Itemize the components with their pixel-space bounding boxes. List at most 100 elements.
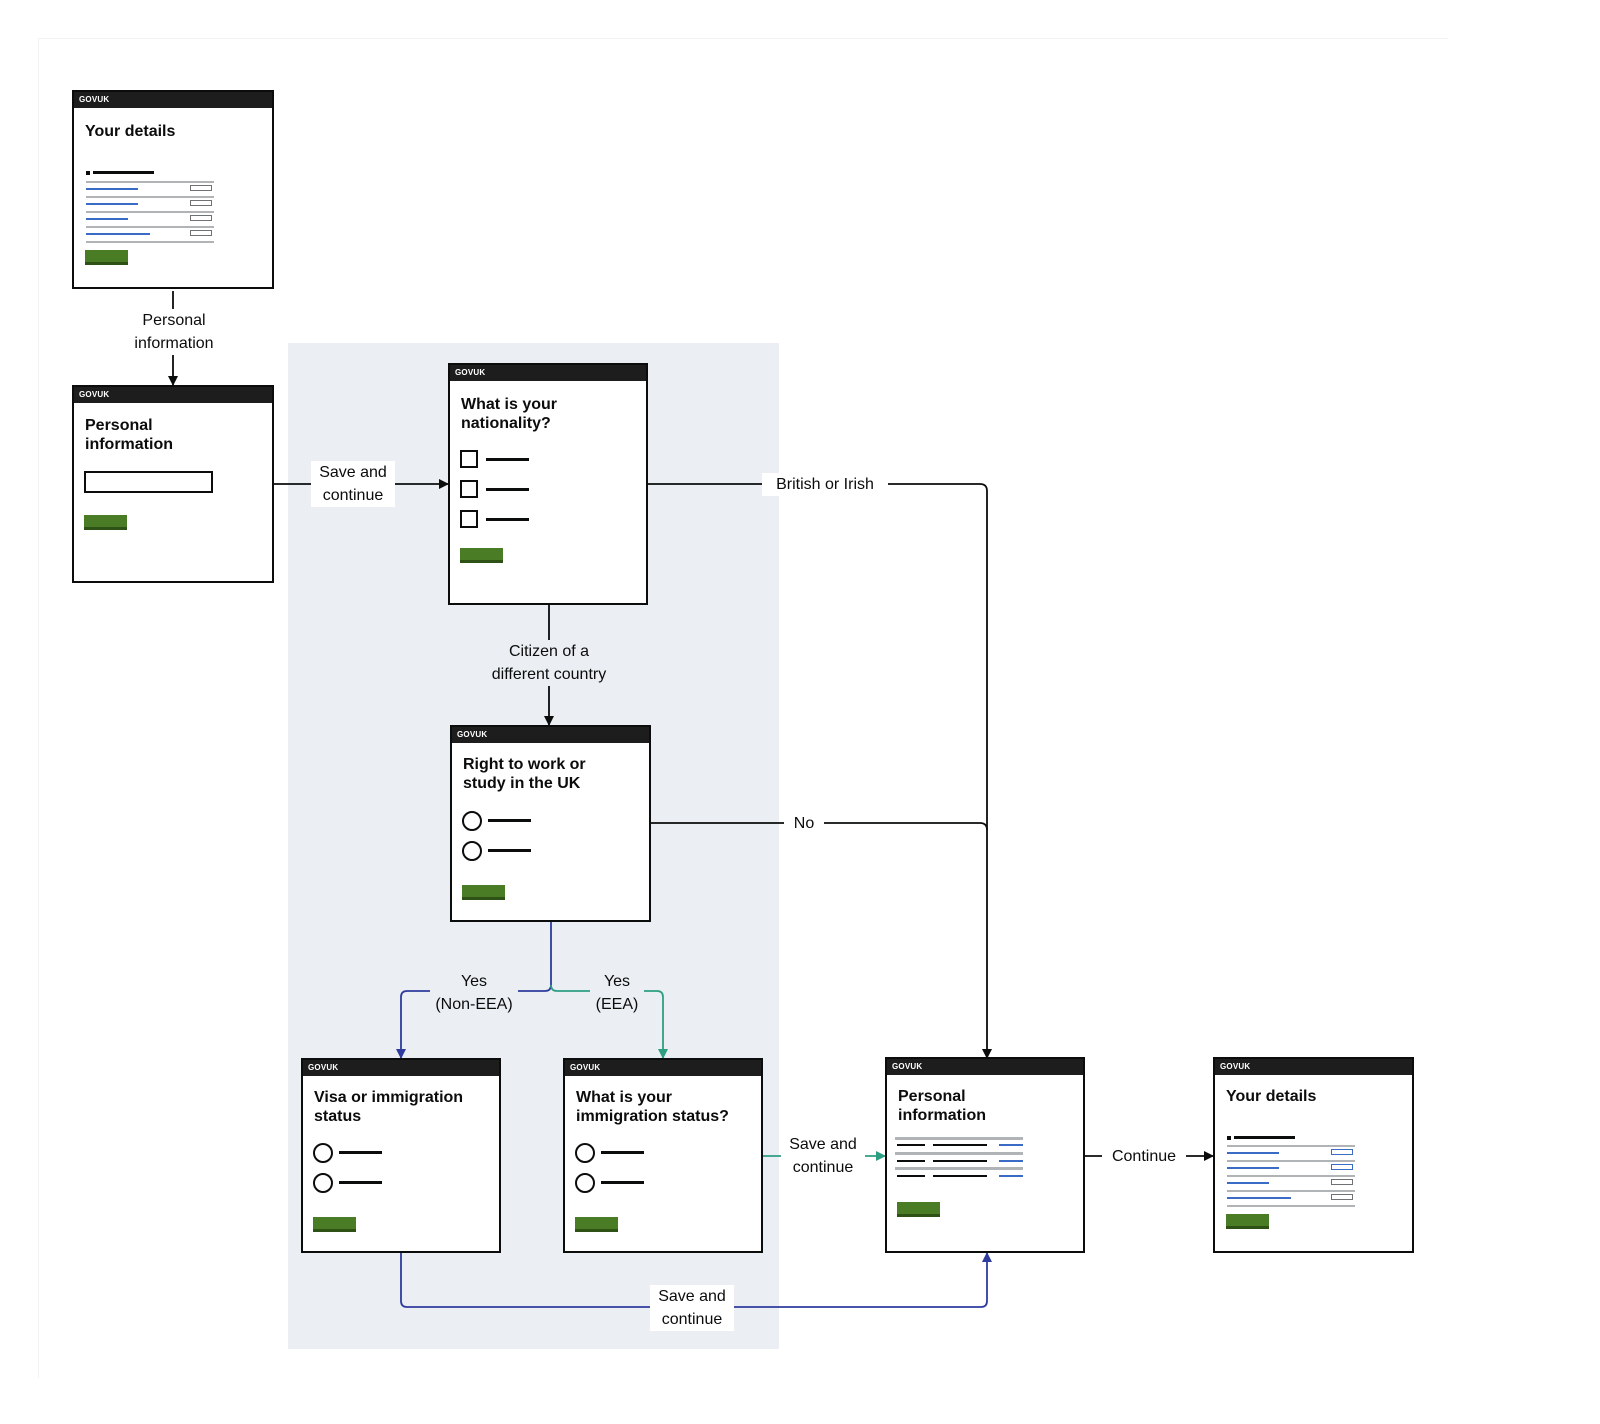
govuk-logo: GOVUK xyxy=(570,1063,601,1072)
divider-line xyxy=(1227,1160,1355,1162)
govuk-logo: GOVUK xyxy=(308,1063,339,1072)
edge-rtw-no xyxy=(651,822,988,831)
change-link-icon xyxy=(1331,1179,1353,1185)
save-button xyxy=(460,548,503,563)
summary-heading-line xyxy=(93,171,154,174)
label-yes-non-eea: Yes (Non-EEA) xyxy=(430,970,518,1016)
continue-button xyxy=(85,250,128,265)
divider-line xyxy=(86,196,214,198)
option-label-line xyxy=(601,1151,644,1154)
save-button xyxy=(462,885,505,900)
govuk-header: GOVUK xyxy=(303,1060,499,1076)
your-details-end-page: GOVUK Your details xyxy=(1213,1057,1414,1253)
change-link-icon xyxy=(190,215,212,221)
radio-icon xyxy=(575,1173,595,1193)
govuk-logo: GOVUK xyxy=(455,368,486,377)
label-british-or-irish: British or Irish xyxy=(762,473,888,496)
divider-line xyxy=(1227,1175,1355,1177)
summary-key-line xyxy=(86,233,150,235)
summary-key-line xyxy=(897,1144,925,1146)
divider-line xyxy=(895,1137,1023,1140)
page-title: Your details xyxy=(85,123,176,140)
page-title: Right to work or study in the UK xyxy=(463,756,586,792)
checkbox-icon xyxy=(460,480,478,498)
govuk-logo: GOVUK xyxy=(457,730,488,739)
govuk-header: GOVUK xyxy=(565,1060,761,1076)
govuk-header: GOVUK xyxy=(887,1059,1083,1075)
option-label-line xyxy=(488,819,531,822)
save-button xyxy=(575,1217,618,1232)
radio-icon xyxy=(313,1173,333,1193)
checkbox-icon xyxy=(460,510,478,528)
page-title: What is your immigration status? xyxy=(576,1089,729,1125)
save-button xyxy=(897,1202,940,1217)
frame-edge xyxy=(38,38,39,1378)
label-yes-eea: Yes (EEA) xyxy=(590,970,644,1016)
label-save-and-continue: Save and continue xyxy=(650,1285,734,1331)
govuk-header: GOVUK xyxy=(450,365,646,381)
label-citizen-of-different-country: Citizen of a different country xyxy=(476,640,622,686)
govuk-header: GOVUK xyxy=(74,387,272,403)
your-details-page: GOVUK Your details xyxy=(72,90,274,289)
divider-line xyxy=(86,241,214,243)
option-label-line xyxy=(486,518,529,521)
label-save-and-continue: Save and continue xyxy=(781,1133,865,1179)
edge-rtw-eea xyxy=(550,984,668,1059)
right-to-work-page: GOVUK Right to work or study in the UK xyxy=(450,725,651,922)
change-link-icon xyxy=(190,200,212,206)
save-button xyxy=(313,1217,356,1232)
summary-key-line xyxy=(86,188,138,190)
summary-key-line xyxy=(1227,1197,1291,1199)
radio-icon xyxy=(575,1143,595,1163)
summary-value-line xyxy=(933,1160,987,1162)
summary-key-line xyxy=(1227,1152,1279,1154)
summary-key-line xyxy=(86,203,138,205)
divider-line xyxy=(1227,1205,1355,1207)
summary-key-line xyxy=(1227,1167,1279,1169)
divider-line xyxy=(1227,1145,1355,1147)
change-link-line xyxy=(999,1175,1023,1177)
summary-value-line xyxy=(933,1144,987,1146)
change-link-icon xyxy=(1331,1194,1353,1200)
page-title: What is your nationality? xyxy=(461,396,558,432)
divider-line xyxy=(86,181,214,183)
radio-icon xyxy=(313,1143,333,1163)
option-label-line xyxy=(339,1151,382,1154)
summary-key-line xyxy=(897,1175,925,1177)
immigration-status-page: GOVUK What is your immigration status? xyxy=(563,1058,763,1253)
personal-information-summary-page: GOVUK Personal information xyxy=(885,1057,1085,1253)
change-link-icon xyxy=(1331,1149,1353,1155)
label-save-and-continue: Save and continue xyxy=(311,461,395,507)
bullet-icon xyxy=(1227,1136,1231,1140)
change-link-icon xyxy=(190,185,212,191)
radio-icon xyxy=(462,811,482,831)
checkbox-icon xyxy=(460,450,478,468)
page-title: Your details xyxy=(1226,1088,1317,1105)
govuk-header: GOVUK xyxy=(74,92,272,108)
page-title: Personal information xyxy=(898,1088,986,1124)
summary-key-line xyxy=(1227,1182,1269,1184)
personal-information-page: GOVUK Personal information xyxy=(72,385,274,583)
frame-edge xyxy=(38,38,1448,39)
bullet-icon xyxy=(86,171,90,175)
change-link-icon xyxy=(190,230,212,236)
govuk-header: GOVUK xyxy=(1215,1059,1412,1075)
summary-key-line xyxy=(86,218,128,220)
page-title: Visa or immigration status xyxy=(314,1089,464,1125)
change-link-line xyxy=(999,1160,1023,1162)
summary-key-line xyxy=(897,1160,925,1162)
govuk-header: GOVUK xyxy=(452,727,649,743)
label-no: No xyxy=(784,812,824,835)
radio-icon xyxy=(462,841,482,861)
option-label-line xyxy=(486,458,529,461)
govuk-logo: GOVUK xyxy=(892,1062,923,1071)
govuk-logo: GOVUK xyxy=(79,390,110,399)
divider-line xyxy=(1227,1190,1355,1192)
label-personal-information: Personal information xyxy=(122,309,226,355)
option-label-line xyxy=(339,1181,382,1184)
label-continue: Continue xyxy=(1102,1145,1186,1168)
option-label-line xyxy=(601,1181,644,1184)
summary-heading-line xyxy=(1234,1136,1295,1139)
text-input xyxy=(84,471,213,493)
